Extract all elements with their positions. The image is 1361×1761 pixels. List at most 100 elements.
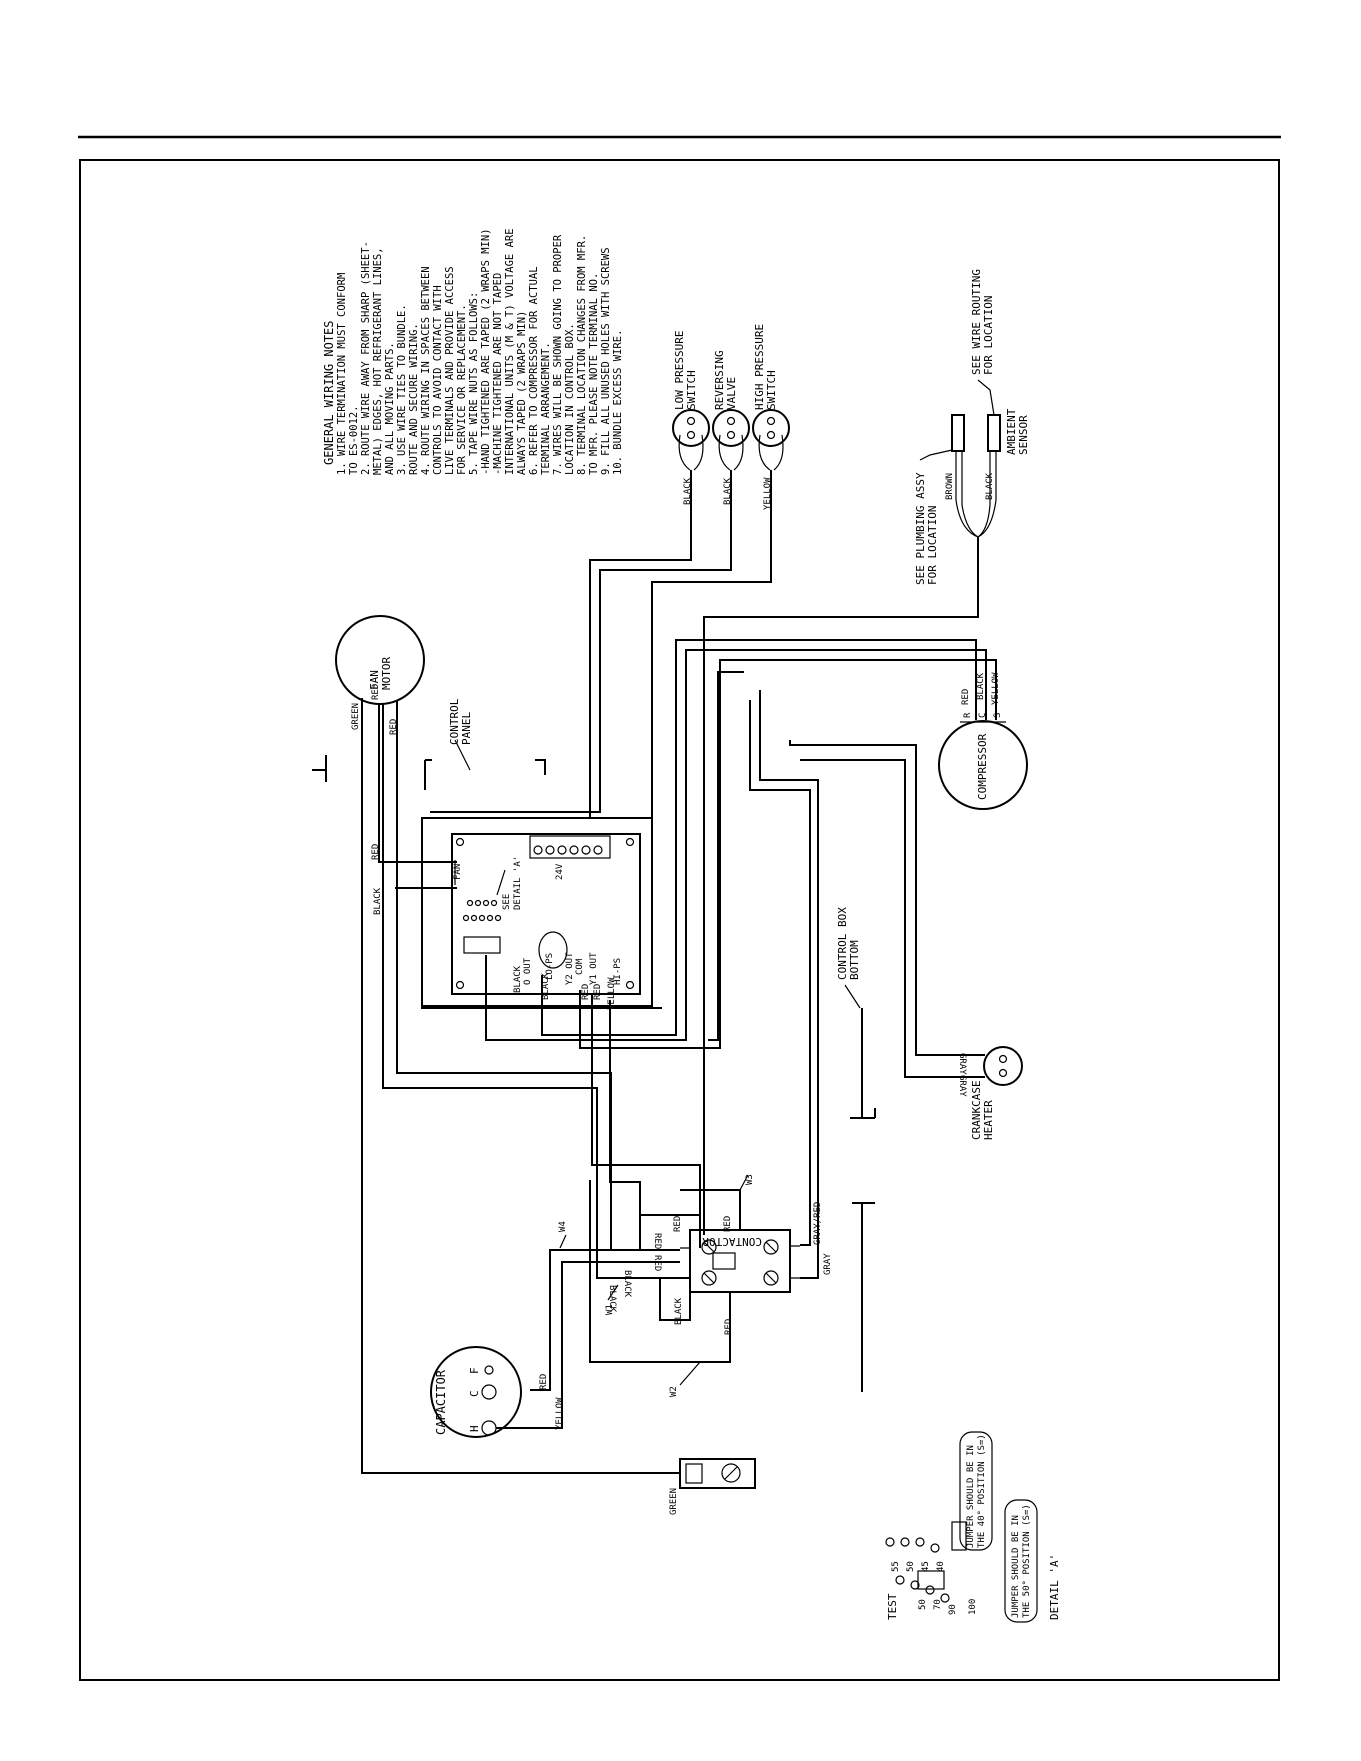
- note-line: LIVE TERMINALS AND PROVIDE ACCESS: [444, 266, 456, 475]
- jumper-40-note: JUMPER SHOULD BE IN: [966, 1445, 976, 1548]
- compressor: COMPRESSOR R C S: [938, 712, 1028, 810]
- note-line: -HAND TIGHTENED ARE TAPED (2 WRAPS MIN): [480, 228, 492, 475]
- contactor: CONTACTOR: [680, 1229, 800, 1293]
- wire-label-black: BLACK: [513, 965, 523, 993]
- control-panel-label: CONTROL: [448, 698, 461, 745]
- detail-ring-value: 70: [933, 1599, 943, 1610]
- detail-ring-value: 100: [968, 1599, 978, 1615]
- note-line: 6. REFER TO COMPRESSOR FOR ACTUAL: [528, 266, 540, 475]
- high-pressure-switch: HIGH PRESSURE SWITCH: [752, 324, 790, 447]
- terminal-o-out: O OUT: [523, 957, 533, 985]
- low-pressure-label: SWITCH: [685, 370, 698, 410]
- jumper-50-note: JUMPER SHOULD BE IN: [1011, 1515, 1021, 1618]
- note-line: CONTROLS TO AVOID CONTACT WITH: [432, 285, 444, 475]
- high-pressure-label: SWITCH: [765, 370, 778, 410]
- terminal-r: R: [963, 712, 973, 718]
- ambient-sensor: BROWN BLACK AMBIENT SENSOR SEE WIRE ROUT…: [914, 269, 1030, 585]
- note-line: AND ALL MOVING PARTS.: [384, 342, 396, 475]
- terminal-y1-out: Y1 OUT: [589, 952, 599, 985]
- note-line: 9. FILL ALL UNUSED HOLES WITH SCREWS: [600, 247, 612, 475]
- note-line: TO ES-0012.: [348, 405, 360, 475]
- note-line: ROUTE AND SECURE WIRING.: [408, 323, 420, 475]
- crankcase-label: CRANKCASE: [970, 1080, 983, 1140]
- wire-label-red: RED: [961, 689, 971, 705]
- plumbing-note: SEE PLUMBING ASSY: [914, 472, 927, 585]
- note-line: TO MFR. PLEASE NOTE TERMINAL NO.: [588, 273, 600, 475]
- note-line: 3. USE WIRE TIES TO BUNDLE.: [396, 304, 408, 475]
- reversing-label: VALVE: [725, 377, 738, 410]
- note-line: INTERNATIONAL UNITS (M & T) VOLTAGE ARE: [504, 228, 516, 475]
- detail-ring-value: 55: [891, 1561, 901, 1572]
- control-panel-label: PANEL: [460, 712, 473, 745]
- detail-ring-value: 45: [921, 1561, 931, 1572]
- wiring: [361, 470, 997, 1474]
- capacitor: H C F CAPACITOR: [430, 1346, 522, 1438]
- note-line: 7. WIRES WILL BE SHOWN GOING TO PROPER: [552, 234, 564, 475]
- wire-id-w4: W4: [558, 1221, 568, 1232]
- detail-test-label: TEST: [886, 1593, 899, 1620]
- wire-label-red: RED: [581, 984, 591, 1000]
- fan-motor-label: MOTOR: [380, 657, 393, 690]
- note-line: LOCATION IN CONTROL BOX.: [564, 323, 576, 475]
- note-line: 2. ROUTE WIRE AWAY FROM SHARP (SHEET-: [360, 241, 372, 475]
- wire-label-red: RED: [539, 1374, 549, 1390]
- wire-label-yellow: YELLOW: [555, 1397, 565, 1430]
- wire-label-red: RED: [673, 1216, 683, 1232]
- detail-a: TEST 55 50 45 40 50 70 90 100 JUMPER SHO…: [885, 1431, 1061, 1623]
- wire-label-red: RED: [652, 1255, 662, 1271]
- wire-label-red: RED: [389, 719, 399, 735]
- control-panel-bracket: [424, 759, 546, 790]
- wire-id-w1: W1: [605, 1304, 615, 1315]
- detail-title: DETAIL 'A': [1048, 1554, 1061, 1620]
- ground-lug: [679, 1458, 756, 1489]
- control-box-label: CONTROL BOX: [836, 907, 849, 980]
- plumbing-note: FOR LOCATION: [926, 506, 939, 585]
- drawing-frame: [79, 159, 1280, 1681]
- wire-label-black: BLACK: [674, 1297, 684, 1325]
- note-line: 10. BUNDLE EXCESS WIRE.: [612, 330, 624, 475]
- wire-id-w2: W2: [669, 1386, 679, 1397]
- reversing-valve: REVERSING VALVE: [712, 350, 750, 447]
- wire-label-black: BLACK: [683, 477, 693, 505]
- detail-rings: [885, 1537, 950, 1603]
- capacitor-terminal-f: F: [468, 1367, 481, 1374]
- wire-label-black: BLACK: [622, 1270, 632, 1298]
- note-line: ALWAYS TAPED (2 WRAPS MIN): [516, 311, 528, 475]
- wire-label-gray: GRAY: [957, 1053, 967, 1075]
- note-line: 8. TERMINAL LOCATION CHANGES FROM MFR.: [576, 235, 588, 475]
- note-line: 1. WIRE TERMINATION MUST CONFORM: [336, 273, 348, 475]
- control-box-label: BOTTOM: [848, 940, 861, 980]
- terminal-s: S: [993, 713, 1003, 718]
- wire-label-red: RED: [652, 1233, 662, 1249]
- wire-label-yellow: YELLOW: [763, 477, 773, 510]
- jumper-40-note: THE 40° POSITION (S=): [977, 1434, 987, 1548]
- fan-motor-label: FAN: [368, 670, 381, 690]
- wire-label-red: RED: [723, 1216, 733, 1232]
- wire-label-gray: GRAY: [957, 1075, 967, 1097]
- wire-routing-note: FOR LOCATION: [982, 296, 995, 375]
- capacitor-label: CAPACITOR: [434, 1369, 448, 1435]
- see-detail-label: DETAIL 'A': [513, 856, 523, 910]
- ambient-label: SENSOR: [1017, 415, 1030, 455]
- note-line: -MACHINE TIGHTENED ARE NOT TAPED: [492, 273, 504, 475]
- terminal-24v: 24V: [555, 863, 565, 880]
- detail-ring-value: 90: [948, 1604, 958, 1615]
- note-line: METAL) EDGES, HOT REFRIGERANT LINES,: [372, 247, 384, 475]
- crankcase-label: HEATER: [982, 1100, 995, 1140]
- terminal-lo-ps: LO-PS: [545, 953, 555, 980]
- wire-label-black: BLACK: [985, 472, 995, 500]
- wire-label-gray: GRAY: [823, 1253, 833, 1275]
- terminal-fan: FAN: [453, 864, 463, 880]
- wire-label-black: BLACK: [373, 887, 383, 915]
- reversing-label: REVERSING: [713, 350, 726, 410]
- terminal-com: COM: [575, 958, 585, 975]
- wire-label-brown: BROWN: [945, 473, 955, 500]
- terminal-hi-ps: HI-PS: [613, 958, 623, 985]
- see-detail-label: SEE: [502, 894, 512, 910]
- compressor-label: COMPRESSOR: [976, 733, 989, 800]
- detail-ring-value: 50: [906, 1561, 916, 1572]
- note-line: 5. TAPE WIRE NUTS AS FOLLOWS:: [468, 292, 480, 475]
- wire-label-red: RED: [371, 684, 381, 700]
- contactor-label: CONTACTOR: [702, 1235, 762, 1248]
- terminal-y2-out: Y2 OUT: [565, 952, 575, 985]
